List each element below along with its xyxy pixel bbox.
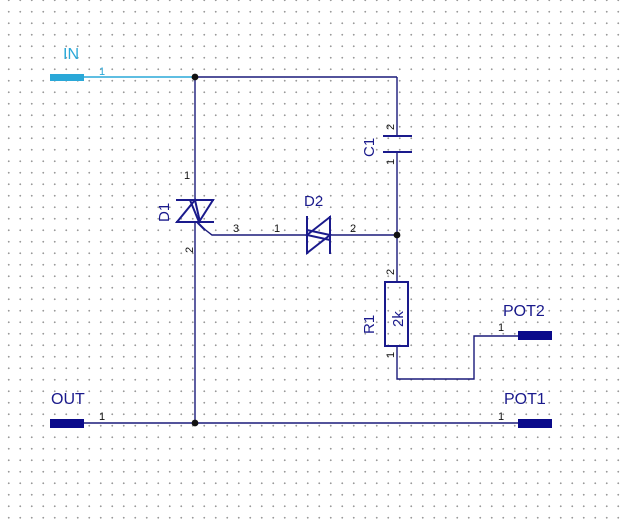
component-c1[interactable]: C1 2 1: [361, 124, 412, 165]
junction-dot: [191, 73, 199, 81]
port-out-pin: 1: [99, 411, 105, 423]
port-pot2[interactable]: POT2 1: [498, 303, 552, 340]
port-pot2-bar[interactable]: [518, 331, 552, 340]
r1-body: [384, 281, 409, 347]
wires: [84, 76, 520, 424]
c1-ref: C1: [361, 138, 378, 157]
port-pot1-label: POT1: [504, 391, 546, 408]
d1-gate-lead: [196, 221, 206, 231]
port-pot2-label: POT2: [503, 303, 545, 320]
d1-triangle-up: [174, 197, 202, 223]
d2-triangle-left: [304, 214, 331, 242]
port-out[interactable]: OUT 1: [50, 391, 105, 428]
junction-dot: [393, 231, 401, 239]
wire-gate-d2: [202, 227, 307, 236]
r1-pin: 1: [385, 352, 397, 358]
port-pot1-bar[interactable]: [518, 419, 552, 428]
port-pot1-pin: 1: [498, 411, 504, 423]
port-pot1[interactable]: POT1 1: [498, 391, 552, 428]
d2-pin: 2: [350, 223, 356, 235]
d1-pin: 3: [233, 223, 239, 235]
d1-ref: D1: [156, 203, 173, 222]
component-d2[interactable]: D2 1 2: [274, 193, 356, 256]
port-out-label: OUT: [51, 391, 85, 408]
r1-ref: R1: [361, 315, 378, 334]
d2-ref: D2: [304, 193, 323, 210]
d1-triangle-down: [188, 199, 215, 225]
d1-pin: 2: [184, 247, 196, 253]
component-r1[interactable]: R1 2k 2 1: [361, 269, 409, 358]
c1-pin: 2: [385, 124, 397, 130]
port-in-bar[interactable]: [50, 74, 84, 81]
component-d1[interactable]: D1 1 2 3: [156, 170, 239, 253]
d2-pin: 1: [274, 223, 280, 235]
r1-pin: 2: [385, 269, 397, 275]
port-in-pin: 1: [99, 66, 105, 78]
port-in[interactable]: IN 1: [50, 46, 105, 81]
d2-triangle-right: [306, 228, 333, 256]
port-in-label: IN: [63, 46, 79, 63]
r1-value: 2k: [390, 311, 407, 327]
port-out-bar[interactable]: [50, 419, 84, 428]
junctions: [191, 73, 401, 427]
junction-dot: [191, 419, 199, 427]
c1-pin: 1: [385, 159, 397, 165]
wire-r1-pot2: [396, 335, 520, 380]
d1-pin: 1: [184, 170, 190, 182]
port-pot2-pin: 1: [498, 322, 504, 334]
